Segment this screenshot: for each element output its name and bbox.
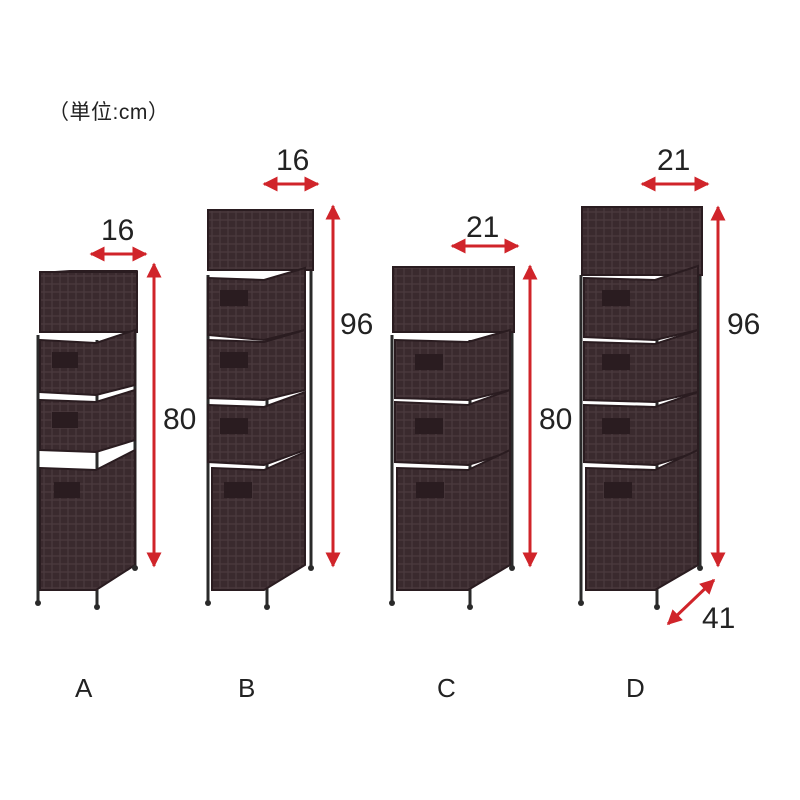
unit-c-drawer-1: [394, 328, 511, 402]
unit-d-rack: [578, 206, 703, 610]
unit-d-depth-arrow: [666, 578, 716, 626]
unit-b-width-label: 16: [276, 144, 310, 177]
unit-b-drawer-2: [207, 328, 306, 402]
unit-c-drawer-2: [394, 388, 511, 467]
unit-a-rack: [35, 270, 138, 610]
unit-d-letter: D: [626, 673, 645, 703]
unit-b-top-basket: [207, 209, 314, 271]
unit-d-drawer-4: [585, 448, 699, 591]
unit-d-drawer-1: [583, 264, 699, 342]
unit-d-height-label: 96: [727, 308, 761, 341]
unit-c-rack: [389, 266, 515, 610]
unit-c-drawer-3: [396, 448, 511, 591]
unit-b-height-label: 96: [340, 308, 374, 341]
unit-d-depth-label: 41: [702, 602, 736, 635]
unit-d-width-label: 21: [657, 144, 691, 177]
unit-d-drawer-3: [583, 390, 699, 467]
unit-b-drawer-4: [211, 450, 306, 591]
unit-a-height-label: 80: [163, 403, 197, 436]
unit-c-height-label: 80: [539, 403, 573, 436]
unit-b-rack: [205, 209, 314, 610]
unit-d-drawer-2: [583, 328, 699, 404]
unit-a-drawer-2: [39, 388, 136, 454]
unit-a-letter: A: [75, 673, 93, 703]
unit-a-drawer-1: [39, 328, 136, 397]
unit-b-letter: B: [238, 673, 256, 703]
unit-c-width-label: 21: [466, 211, 500, 244]
unit-b-drawer-3: [207, 390, 306, 467]
unit-d-top-basket: [581, 206, 703, 276]
unit-c-top-basket: [392, 266, 515, 333]
unit-a-width-label: 16: [101, 214, 135, 247]
unit-a-drawer-3: [39, 448, 136, 591]
unit-label: （単位:cm）: [48, 101, 170, 124]
unit-c-letter: C: [437, 673, 456, 703]
unit-a-top-basket: [39, 271, 138, 333]
